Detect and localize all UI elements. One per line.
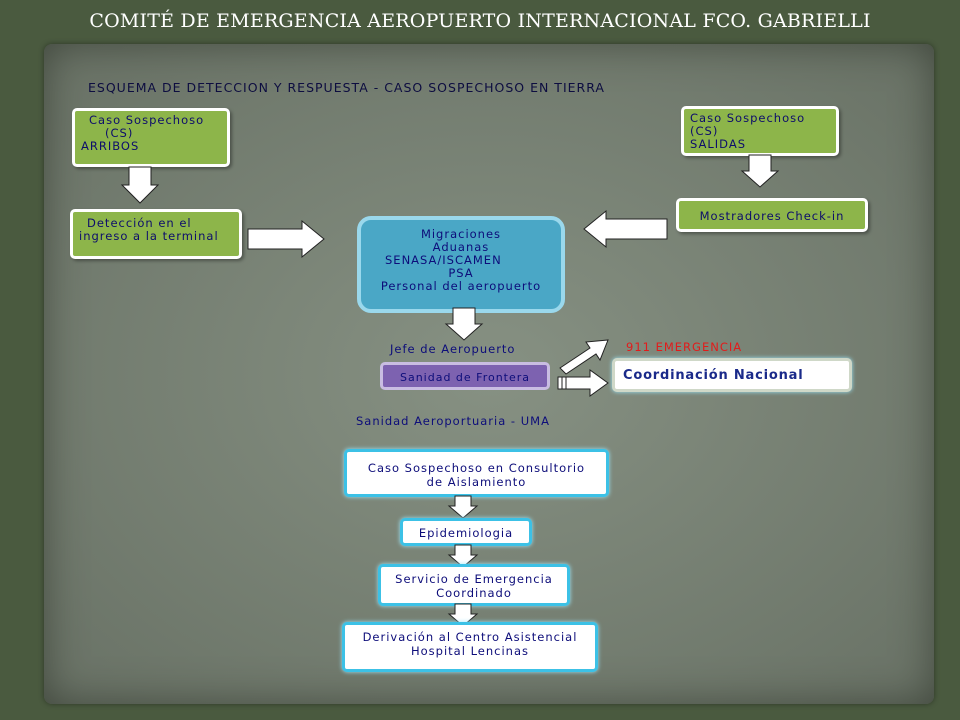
- sanidad-frontera-label: Sanidad de Frontera: [399, 371, 531, 384]
- consultorio-box: Caso Sospechoso en Consultorio de Aislam…: [344, 449, 609, 497]
- agencies-line-5: Personal del aeropuerto: [380, 279, 542, 293]
- arrow-down-epidemiologia-icon: [447, 544, 479, 568]
- checkin-label: Mostradores Check-in: [699, 209, 845, 223]
- arrow-down-consultorio-icon: [447, 495, 479, 519]
- arrow-right-coordinacion-icon: [557, 369, 609, 397]
- arribos-box: Caso Sospechoso (CS) ARRIBOS: [72, 108, 230, 167]
- arribos-line-3: ARRIBOS: [81, 139, 140, 153]
- diagram-heading: ESQUEMA DE DETECCION Y RESPUESTA - CASO …: [88, 80, 605, 95]
- sanidad-uma-label: Sanidad Aeroportuaria - UMA: [356, 414, 550, 428]
- epidemiologia-box: Epidemiologia: [400, 518, 532, 546]
- deteccion-line-1: Detección en el: [87, 216, 192, 230]
- jefe-aeropuerto-label: Jefe de Aeropuerto: [390, 342, 516, 356]
- arrow-down-servicio-icon: [447, 603, 479, 627]
- coordinacion-nacional-label: Coordinación Nacional: [623, 368, 804, 383]
- servicio-line-1: Servicio de Emergencia: [395, 572, 553, 586]
- checkin-box: Mostradores Check-in: [676, 198, 868, 232]
- consultorio-line-2: de Aislamiento: [426, 475, 527, 489]
- coordinacion-nacional-box: Coordinación Nacional: [612, 358, 852, 392]
- salidas-box: Caso Sospechoso (CS) SALIDAS: [681, 106, 839, 156]
- emergencia-911-label: 911 EMERGENCIA: [626, 340, 743, 354]
- deteccion-box: Detección en el ingreso a la terminal: [70, 209, 242, 259]
- arrow-up-right-emergencia-icon: [559, 339, 609, 375]
- arribos-line-1: Caso Sospechoso: [89, 113, 205, 127]
- epidemiologia-label: Epidemiologia: [418, 526, 514, 540]
- agencies-box: Migraciones Aduanas SENASA/ISCAMEN PSA P…: [357, 216, 565, 313]
- salidas-line-1: Caso Sospechoso: [690, 111, 806, 125]
- arrow-down-agencies-icon: [444, 307, 484, 341]
- arrow-right-deteccion-icon: [247, 219, 325, 259]
- agencies-line-3: SENASA/ISCAMEN: [385, 253, 502, 267]
- derivacion-box: Derivación al Centro Asistencial Hospita…: [342, 622, 598, 672]
- servicio-emergencia-box: Servicio de Emergencia Coordinado: [378, 564, 570, 606]
- agencies-line-4: PSA: [448, 266, 474, 280]
- page-title: COMITÉ DE EMERGENCIA AEROPUERTO INTERNAC…: [89, 10, 871, 32]
- sanidad-frontera-box: Sanidad de Frontera: [380, 362, 550, 390]
- agencies-line-1: Migraciones: [420, 227, 502, 241]
- derivacion-line-2: Hospital Lencinas: [411, 644, 529, 658]
- agencies-line-2: Aduanas: [432, 240, 490, 254]
- servicio-line-2: Coordinado: [436, 586, 512, 600]
- derivacion-line-1: Derivación al Centro Asistencial: [362, 630, 578, 644]
- salidas-line-3: SALIDAS: [690, 137, 746, 151]
- arrow-down-salidas-icon: [740, 154, 780, 188]
- salidas-line-2: (CS): [690, 124, 719, 138]
- arrow-left-checkin-icon: [583, 209, 668, 249]
- consultorio-line-1: Caso Sospechoso en Consultorio: [367, 461, 586, 475]
- arribos-line-2: (CS): [105, 126, 134, 140]
- deteccion-line-2: ingreso a la terminal: [79, 229, 219, 243]
- arrow-down-arribos-icon: [120, 166, 160, 204]
